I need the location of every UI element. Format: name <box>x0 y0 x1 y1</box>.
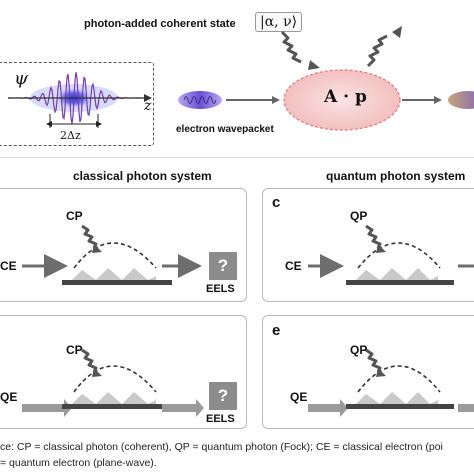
quantum-section-title: quantum photon system <box>326 169 466 183</box>
panel1-electron-label: CE <box>0 259 17 273</box>
panel3-scene <box>22 348 204 417</box>
panel3-electron-label: QE <box>0 390 18 404</box>
interaction-label: A · p <box>324 87 367 107</box>
interaction-ellipse <box>283 69 401 131</box>
z-axis-label: z <box>144 98 152 114</box>
panel2-letter: c <box>272 194 281 211</box>
psi-label: ψ <box>14 68 29 89</box>
panel1-detector-label: EELS <box>206 283 235 295</box>
z-axis-arrowhead <box>144 94 152 102</box>
panel4-electron-label: QE <box>290 390 308 404</box>
panel2-electron-label: CE <box>285 259 302 273</box>
incoming-photon-squiggle <box>81 224 98 249</box>
state-label: photon-added coherent state <box>84 18 236 30</box>
output-wavepacket-icon <box>448 91 474 109</box>
width-label: 2Δz <box>60 129 81 142</box>
outgoing-photon-icon <box>366 34 388 68</box>
panel2-photon-label: QP <box>350 209 368 223</box>
panel1-photon-label: CP <box>66 209 83 223</box>
wavepacket-frame <box>0 62 154 146</box>
photon-path-dashed <box>73 242 157 269</box>
interaction-diagram <box>178 26 474 131</box>
electron-wavepacket-fringes <box>183 96 217 104</box>
panel3-detector-icon: ? <box>209 382 237 410</box>
panel2-scene <box>308 224 474 285</box>
caption-line-1: ce: CP = classical photon (coherent), QP… <box>0 441 443 453</box>
sample-substrate <box>62 280 172 285</box>
sample-ridges <box>72 268 156 280</box>
state-math: |α, ν⟩ <box>255 12 303 32</box>
section-divider <box>0 157 474 158</box>
classical-section-title: classical photon system <box>73 169 212 183</box>
panel1-detector-icon: ? <box>209 252 237 280</box>
incoming-photon-icon <box>280 30 302 64</box>
panel4-photon-label: QP <box>350 343 368 357</box>
panel3-photon-label: CP <box>66 343 83 357</box>
wavepacket-plot <box>7 72 152 128</box>
wavepacket-label: electron wavepacket <box>176 124 274 135</box>
panel4-letter: e <box>272 322 281 339</box>
panel1-scene <box>22 224 202 285</box>
panel4-scene <box>308 348 474 417</box>
panel-quantum-qe <box>262 315 474 429</box>
panel3-detector-label: EELS <box>206 413 235 425</box>
caption-line-2: = quantum electron (plane-wave). <box>0 457 157 469</box>
